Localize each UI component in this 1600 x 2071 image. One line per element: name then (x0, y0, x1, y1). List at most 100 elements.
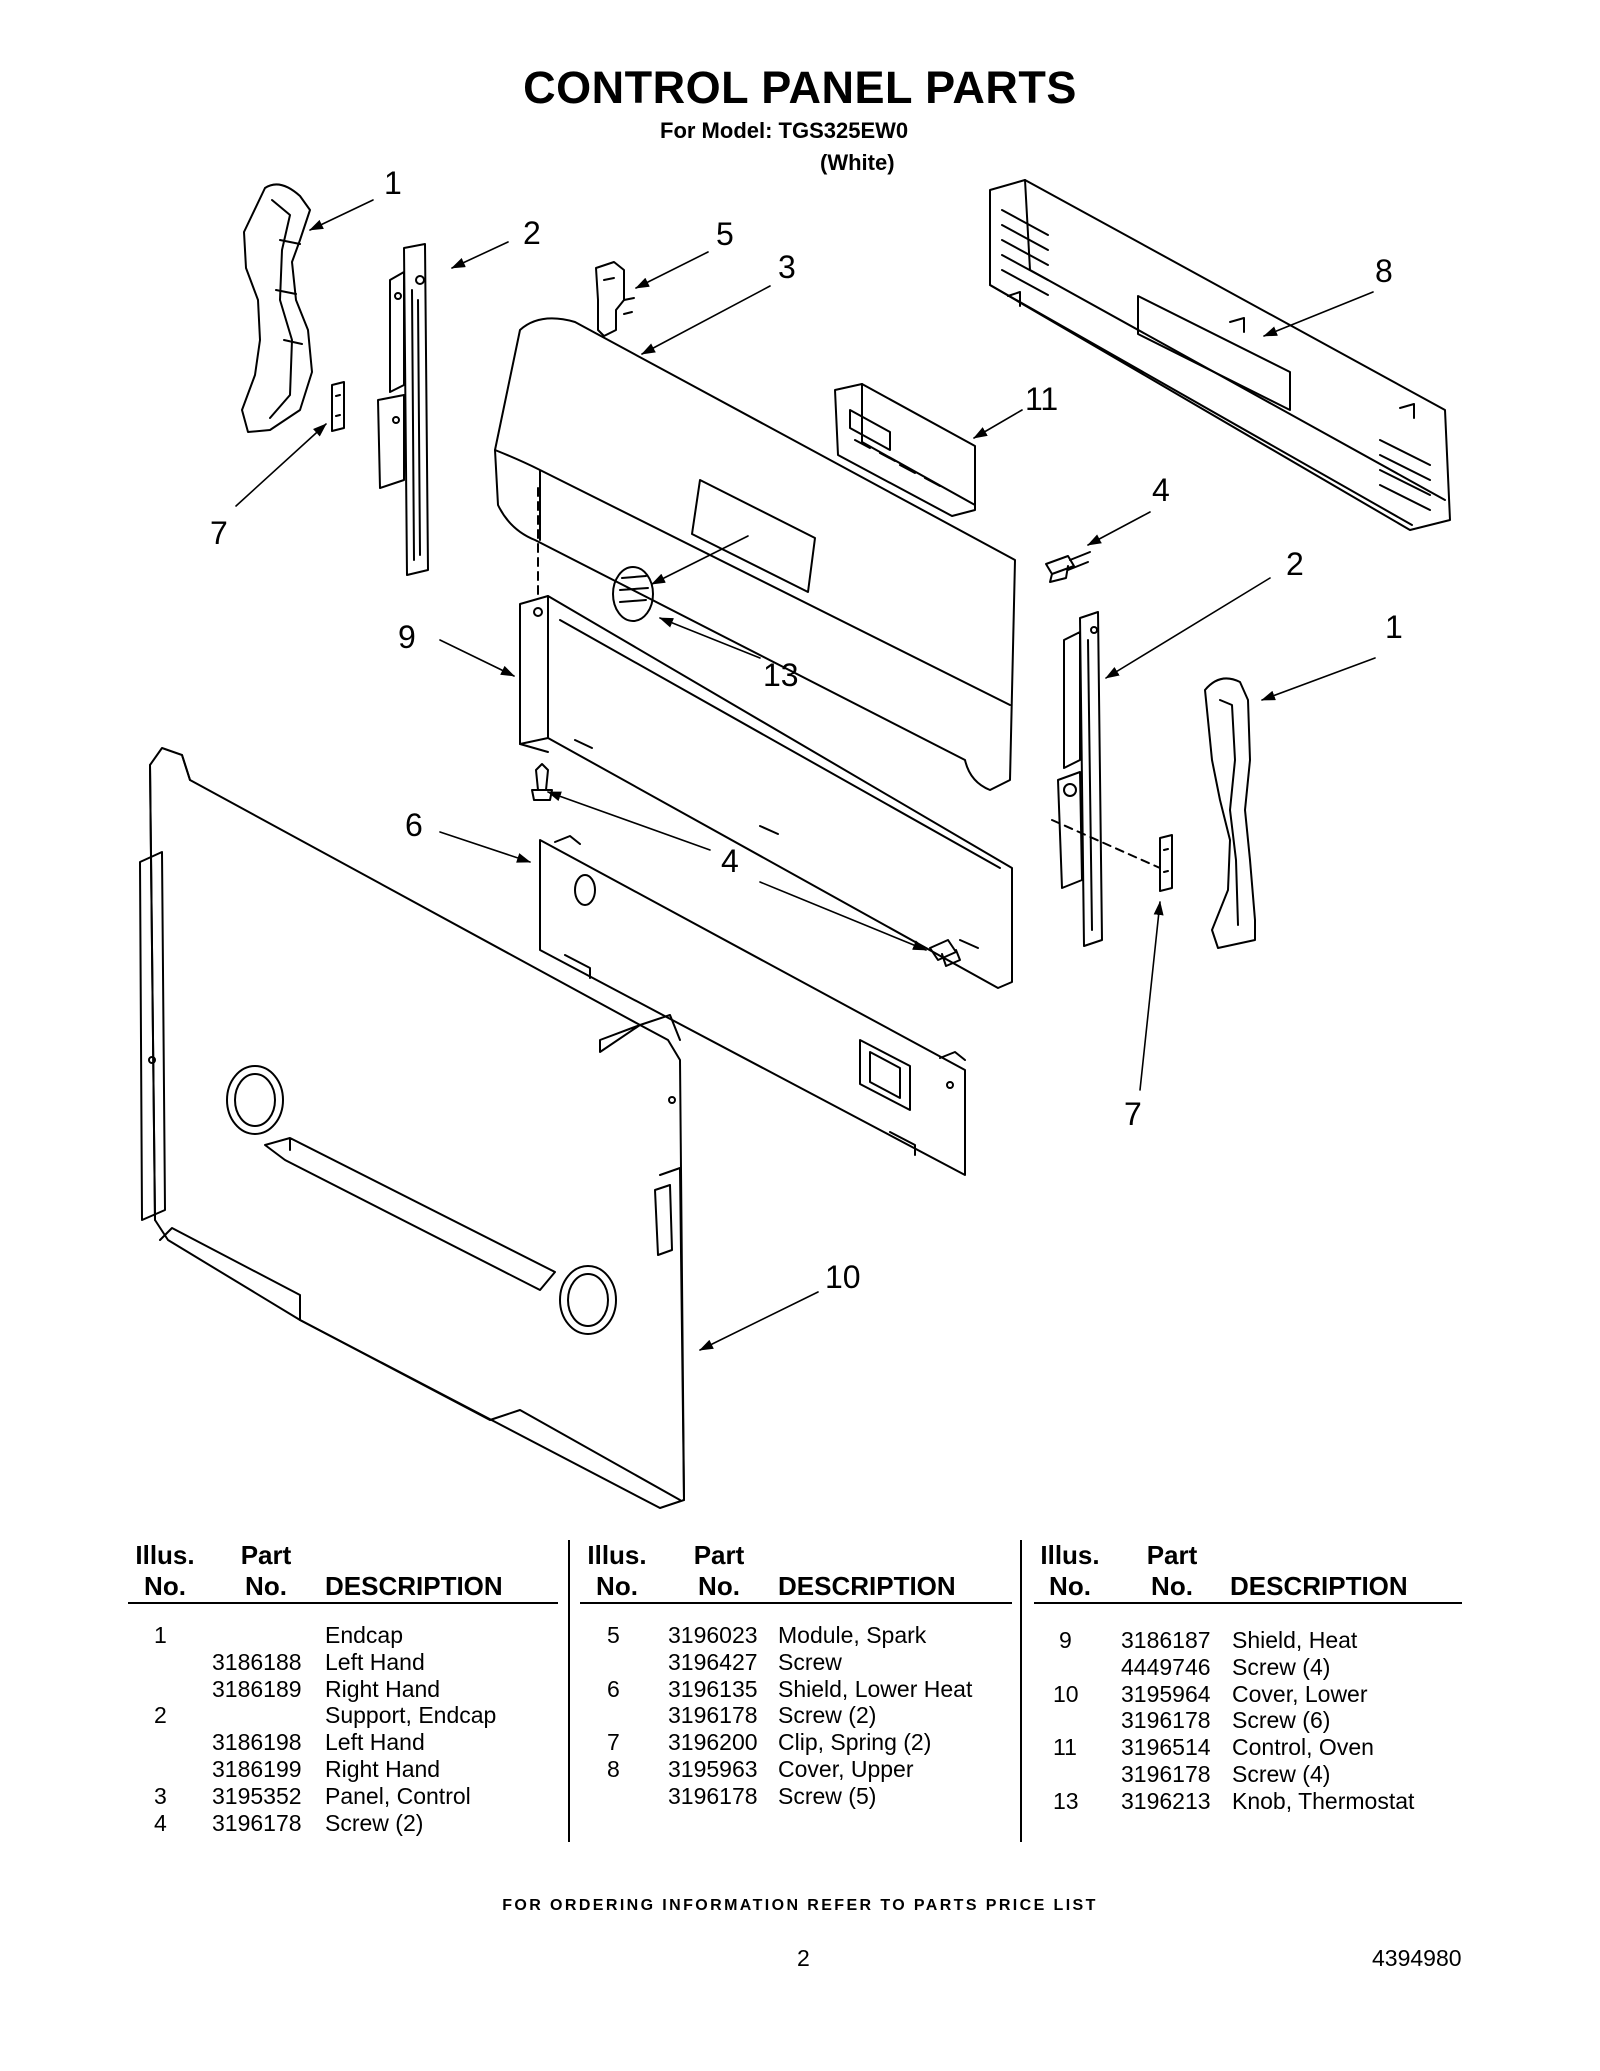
part-description: Right Hand (325, 1755, 441, 1782)
part-no: 3186198 (212, 1729, 302, 1756)
heat-shield-part (519, 595, 1013, 989)
part-description: Right Hand (325, 1675, 441, 1702)
parts-row: 3186198 Left Hand (130, 1729, 560, 1756)
callout-4-top: 4 (1152, 472, 1170, 508)
parts-row: 3196427 Screw (582, 1649, 1014, 1676)
header-rule-1 (128, 1602, 558, 1604)
part-no: 3195963 (668, 1755, 758, 1782)
header-part-no-3: Part No. (1146, 1540, 1198, 1601)
support-left-part (377, 243, 429, 576)
header-illus-no-1: Illus. No. (135, 1540, 195, 1601)
part-no: 4449746 (1121, 1653, 1211, 1680)
part-no: 3196427 (668, 1648, 758, 1675)
part-description: Screw (4) (1232, 1760, 1331, 1787)
part-description: Cover, Lower (1232, 1680, 1368, 1707)
part-description: Clip, Spring (2) (778, 1729, 932, 1756)
illus-no: 13 (1053, 1787, 1079, 1814)
illus-no: 6 (607, 1675, 620, 1702)
part-description: Screw (6) (1232, 1707, 1331, 1734)
callout-10: 10 (825, 1259, 861, 1295)
callout-7-left: 7 (210, 515, 228, 551)
color-line: (White) (820, 150, 895, 175)
alignment-line-right (1051, 819, 1161, 869)
part-description: Cover, Upper (778, 1755, 914, 1782)
callout-2-left: 2 (523, 215, 541, 251)
lower-cover-part (139, 747, 685, 1509)
part-description: Module, Spark (778, 1622, 927, 1648)
exploded-parts-diagram: 1 2 5 3 8 11 7 4 2 9 13 1 6 4 7 10 (139, 165, 1451, 1509)
part-no: 3196178 (668, 1702, 758, 1729)
illus-no: 10 (1053, 1680, 1079, 1707)
part-description: Knob, Thermostat (1232, 1787, 1415, 1814)
part-no: 3186188 (212, 1648, 302, 1675)
screw-top-part (1045, 551, 1091, 583)
part-no: 3196178 (668, 1782, 758, 1809)
callout-11: 11 (1025, 381, 1058, 417)
header-description-1: DESCRIPTION (325, 1571, 503, 1601)
page-title: CONTROL PANEL PARTS (523, 62, 1077, 113)
support-right-part (1057, 611, 1103, 947)
illus-no: 8 (607, 1755, 620, 1782)
part-no: 3196213 (1121, 1787, 1211, 1814)
header-part-no-2: Part No. (693, 1540, 745, 1601)
callout-3: 3 (778, 249, 796, 285)
callout-8: 8 (1375, 253, 1393, 289)
callout-2-right: 2 (1286, 546, 1304, 582)
part-description: Left Hand (325, 1729, 425, 1756)
part-description: Screw (4) (1232, 1653, 1331, 1680)
parts-row: 13 3196213 Knob, Thermostat (1035, 1788, 1463, 1815)
lower-heat-shield-part (539, 835, 966, 1176)
part-no: 3196200 (668, 1729, 758, 1756)
parts-row: 3186188 Left Hand (130, 1649, 560, 1676)
endcap-right-part (1204, 677, 1256, 949)
document-number: 4394980 (1372, 1945, 1462, 1971)
illus-no: 5 (607, 1622, 620, 1648)
header-part-no-1: Part No. (240, 1540, 292, 1601)
illus-no: 9 (1059, 1627, 1072, 1653)
part-no: 3186187 (1121, 1627, 1211, 1653)
part-description: Shield, Lower Heat (778, 1675, 973, 1702)
page-number: 2 (797, 1945, 810, 1971)
illus-no: 1 (154, 1622, 167, 1648)
screw-right-part (929, 939, 961, 967)
parts-row: 1 Endcap (130, 1622, 560, 1649)
part-description: Left Hand (325, 1648, 425, 1675)
part-description: Control, Oven (1232, 1734, 1374, 1761)
part-description: Panel, Control (325, 1782, 471, 1809)
part-description: Screw (2) (325, 1809, 424, 1836)
endcap-left-part (241, 183, 313, 433)
clip-right-part (1159, 834, 1173, 892)
part-description: Screw (778, 1648, 842, 1675)
leader-arrows (235, 199, 1376, 1351)
parts-row: 8 3195963 Cover, Upper (582, 1756, 1014, 1783)
clip-left-part (331, 381, 345, 432)
callout-4-middle: 4 (721, 843, 739, 879)
column-divider-2 (1020, 1540, 1022, 1842)
callout-13: 13 (763, 657, 799, 693)
part-description: Endcap (325, 1622, 404, 1648)
control-panel-part (494, 317, 1016, 791)
header-illus-no-3: Illus. No. (1040, 1540, 1100, 1601)
illus-no: 2 (154, 1702, 167, 1729)
spark-module-part (595, 261, 635, 337)
header-rule-2 (580, 1602, 1012, 1604)
header-illus-no-2: Illus. No. (587, 1540, 647, 1601)
column-divider-1 (568, 1540, 570, 1842)
part-description: Shield, Heat (1232, 1627, 1358, 1653)
part-no: 3195352 (212, 1782, 302, 1809)
parts-row: 9 3186187 Shield, Heat (1035, 1627, 1463, 1654)
part-no: 3196514 (1121, 1734, 1211, 1761)
